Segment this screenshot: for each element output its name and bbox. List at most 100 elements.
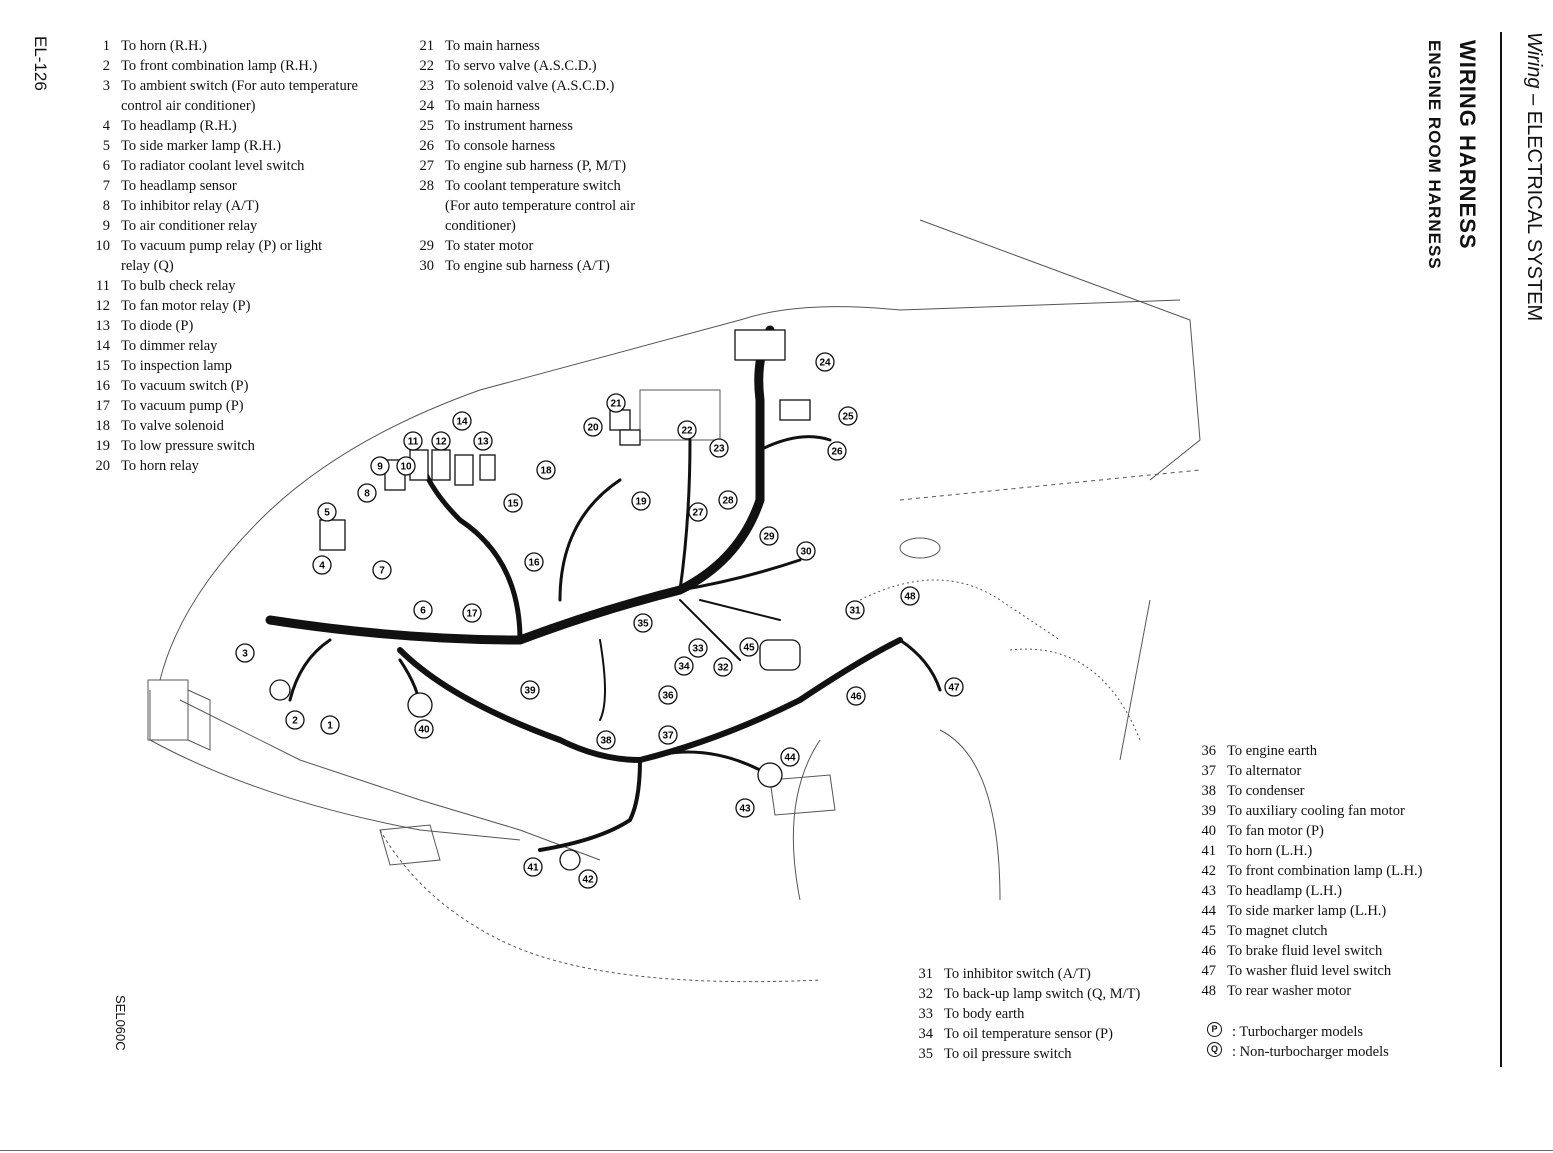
legend-number: 47 [1201,963,1217,979]
legend-text: To engine sub harness (A/T) [445,258,610,274]
legend-text: To rear washer motor [1227,983,1352,999]
legend-text: To headlamp (R.H.) [121,118,237,134]
callout-label: 39 [524,686,536,697]
legend-text: To engine earth [1227,743,1317,759]
legend-text: To horn (R.H.) [121,38,207,54]
callout-label: 5 [324,508,330,519]
callout-label: 27 [692,508,704,519]
legend-text: To main harness [445,38,540,54]
callout-label: 40 [418,725,430,736]
legend-number: 14 [95,338,111,354]
callout-circle [462,603,482,623]
callout-circle [473,431,493,451]
callout-label: 21 [610,399,622,410]
legend-text: To side marker lamp (L.H.) [1227,903,1387,919]
callout-label: 46 [850,692,862,703]
legend-number: 40 [1201,823,1217,839]
legend-number: 44 [1201,903,1217,919]
legend-text: To headlamp sensor [121,178,237,194]
legend-number: 10 [95,238,111,254]
legend-number: 5 [102,138,110,154]
callout-circle [845,600,865,620]
callout-label: 35 [637,619,649,630]
legend-text: To air conditioner relay [121,218,258,234]
legend-number: 38 [1201,783,1217,799]
callout-circle [944,677,964,697]
legend-number: 22 [419,58,435,74]
callout-circle [317,502,337,522]
callout-label: 20 [587,423,599,434]
key-turbo: P : Turbocharger models [1207,1022,1389,1042]
legend-number: 45 [1201,923,1217,939]
callout-circle [633,613,653,633]
callout-circle [846,686,866,706]
callout-circle [796,541,816,561]
legend-text: To dimmer relay [121,338,218,354]
legend-text: To fan motor relay (P) [121,298,251,314]
legend-text: To oil pressure switch [944,1046,1072,1062]
legend-item: 44 To side marker lamp (L.H.) [1188,901,1423,921]
legend-number: 8 [102,198,110,214]
legend-item: 30 To engine sub harness (A/T) [406,256,635,276]
callout-circle [396,456,416,476]
section-italic: Wiring [1523,32,1545,89]
legend-number: 12 [95,298,111,314]
callout-circle [370,456,390,476]
callout-label: 24 [819,358,831,369]
figure-code: SEL060C [113,995,128,1051]
key-nonturbo-text: : Non-turbocharger models [1232,1044,1389,1060]
legend-text: To brake fluid level switch [1227,943,1383,959]
turbo-symbol: P [1207,1022,1222,1037]
callout-circle [674,656,694,676]
callout-circle [838,406,858,426]
legend-text: To diode (P) [121,318,194,334]
callout-label: 42 [582,875,594,886]
legend-text: To servo valve (A.S.C.D.) [445,58,597,74]
callout-label: 14 [456,417,468,428]
callout-circle [312,555,332,575]
callout-label: 7 [379,566,385,577]
legend-text: To vacuum pump (P) [121,398,244,414]
callout-label: 47 [948,683,960,694]
legend-text: To inhibitor switch (A/T) [944,966,1091,982]
callout-circle [658,685,678,705]
legend-text: To horn (L.H.) [1227,843,1313,859]
legend-number: 46 [1201,943,1217,959]
callout-circle [713,657,733,677]
callout-circle [735,798,755,818]
legend-text: To vacuum switch (P) [121,378,249,394]
legend-text: To valve solenoid [121,418,224,434]
legend-text: To horn relay [121,458,199,474]
legend-text: To low pressure switch [121,438,255,454]
legend-number: 30 [419,258,435,274]
callout-circle [827,441,847,461]
legend-item: 48 To rear washer motor [1188,981,1423,1001]
legend-text: To inhibitor relay (A/T) [121,198,259,214]
legend-number: 48 [1201,983,1217,999]
callout-label: 25 [842,412,854,423]
callout-label: 2 [292,716,298,727]
callout-circle [403,431,423,451]
